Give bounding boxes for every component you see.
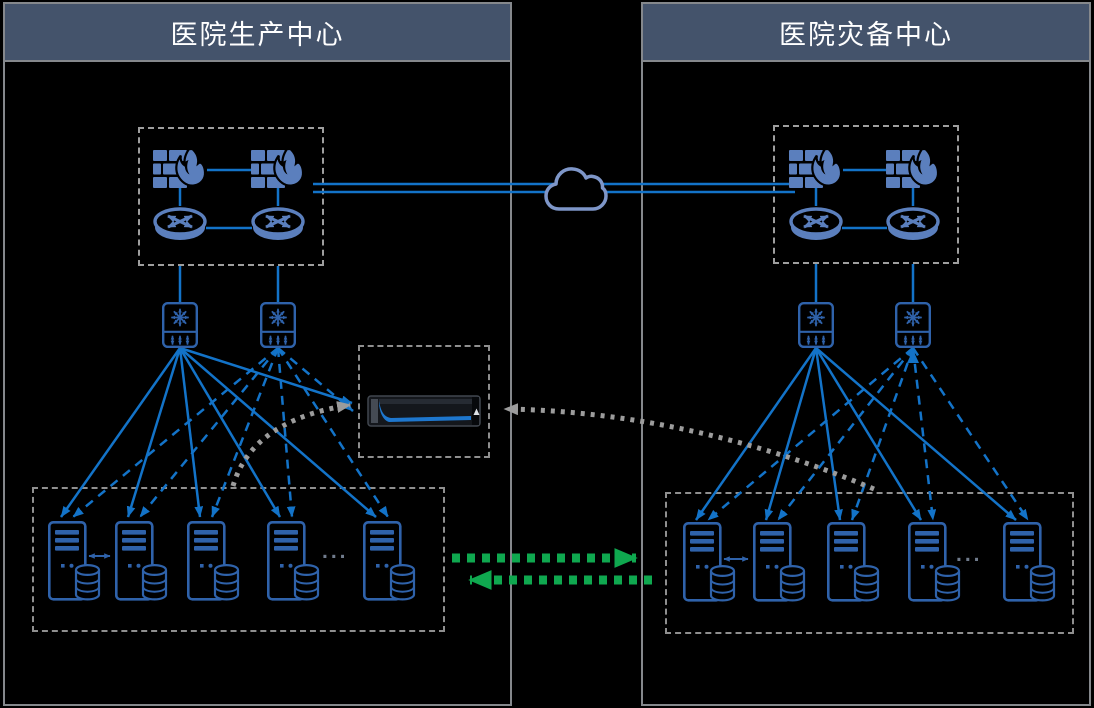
disaster-core-network-box <box>773 125 959 264</box>
disaster-servers-ellipsis: ... <box>956 543 983 566</box>
production-server-group-box <box>32 487 445 632</box>
wan-cloud-icon <box>544 167 608 211</box>
production-servers-ellipsis: ... <box>322 540 349 563</box>
production-core-network-box <box>138 127 324 266</box>
panel-production-title: 医院生产中心 <box>170 19 345 50</box>
panel-disaster-header: 医院灾备中心 <box>643 4 1089 62</box>
disaster-server-group-box <box>665 492 1074 634</box>
backup-storage-box <box>358 345 490 458</box>
panel-disaster-title: 医院灾备中心 <box>779 19 953 50</box>
panel-production-header: 医院生产中心 <box>5 4 510 62</box>
